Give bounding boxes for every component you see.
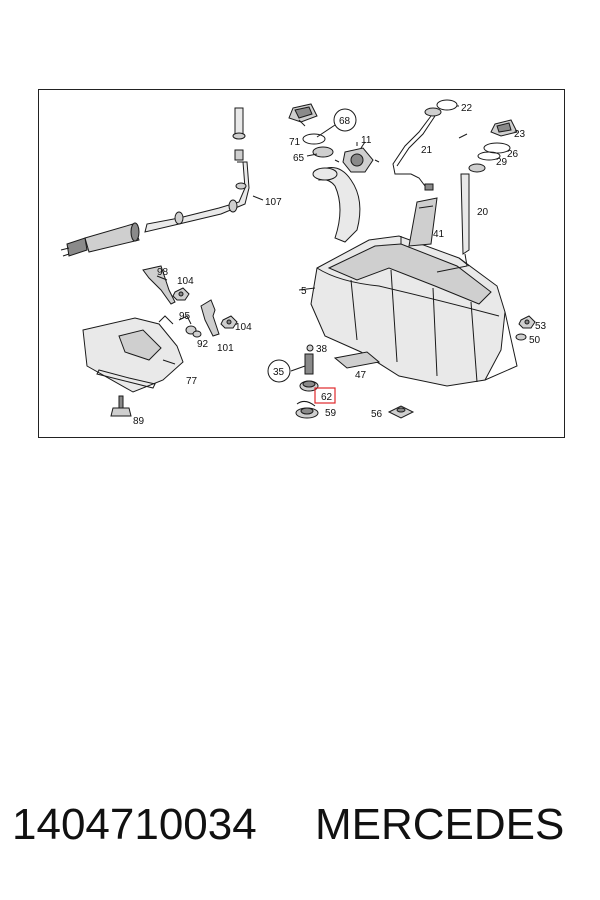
callout-35: 35 [273, 367, 285, 378]
callout-92: 92 [197, 339, 209, 350]
fuel-line [144, 107, 250, 233]
callout-labels: 5 11 20 21 22 23 26 29 35 38 41 47 50 53… [133, 103, 547, 427]
callout-5: 5 [301, 286, 307, 297]
dip-tube [436, 173, 470, 273]
bracket-101 [200, 299, 220, 337]
grommet-92 [185, 325, 202, 338]
callout-62: 62 [321, 392, 333, 403]
callout-104-upper: 104 [177, 276, 194, 287]
parts-diagram: 5 11 20 21 22 23 26 29 35 38 41 47 50 53… [38, 89, 565, 438]
fuel-pump-module [334, 142, 380, 173]
clip-56 [387, 405, 415, 419]
callout-22: 22 [461, 103, 473, 114]
callout-11: 11 [361, 135, 372, 146]
callout-47: 47 [355, 370, 367, 381]
fuel-pump [60, 222, 140, 257]
nut-104-upper [172, 287, 190, 301]
leader-lines [156, 105, 468, 365]
tank-strap [408, 197, 438, 247]
highlight-box [314, 387, 336, 404]
filler-neck [312, 167, 361, 243]
seal-ring-group [468, 119, 518, 173]
level-sensor [392, 99, 458, 191]
callout-41: 41 [433, 229, 445, 240]
bracket-98 [142, 265, 176, 305]
nut-53 [518, 315, 536, 329]
part-number: 1404710034 [12, 800, 257, 849]
callout-29: 29 [496, 157, 508, 168]
callout-95: 95 [179, 311, 191, 322]
clip-95 [178, 315, 192, 325]
callout-20: 20 [477, 207, 489, 218]
callout-23: 23 [514, 129, 526, 140]
callout-21: 21 [421, 145, 433, 156]
callout-38: 38 [316, 344, 328, 355]
callout-71: 71 [289, 137, 301, 148]
filler-cap-group [288, 103, 357, 158]
callout-65: 65 [293, 153, 305, 164]
callout-77: 77 [186, 376, 198, 387]
callout-107: 107 [265, 197, 282, 208]
nut-104-lower [220, 315, 238, 329]
callout-50: 50 [529, 335, 541, 346]
drain-plug-group [267, 344, 319, 419]
callout-59: 59 [325, 408, 337, 419]
callout-101: 101 [217, 343, 234, 354]
callout-53: 53 [535, 321, 547, 332]
tank-pad [333, 351, 381, 369]
fuel-system-exploded-view: 5 11 20 21 22 23 26 29 35 38 41 47 50 53… [60, 99, 547, 427]
bolt-89 [110, 395, 132, 417]
fuel-tank [310, 235, 518, 387]
callout-89: 89 [133, 416, 145, 427]
callout-68: 68 [339, 116, 351, 127]
callout-56: 56 [371, 409, 383, 420]
callout-98: 98 [157, 267, 169, 278]
washer-50 [515, 333, 527, 341]
brand-name: MERCEDES [314, 800, 565, 849]
product-caption: 1404710034 MERCEDES [12, 800, 592, 860]
heat-shield [82, 315, 184, 393]
callout-26: 26 [507, 149, 519, 160]
callout-104-lower: 104 [235, 322, 252, 333]
